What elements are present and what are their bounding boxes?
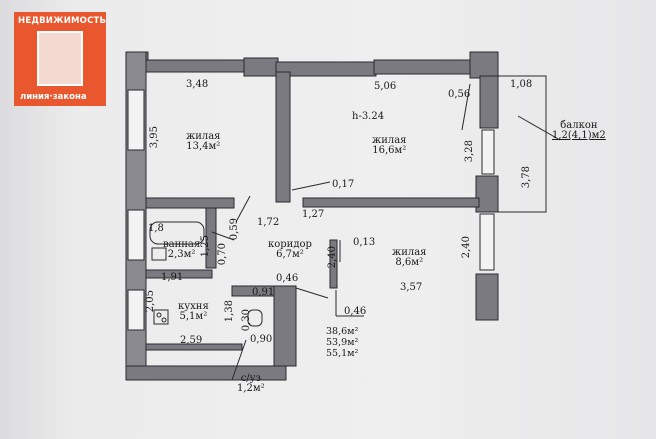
dim-label: 1,72 xyxy=(257,217,280,228)
room-corridor: коридор 6,7м² xyxy=(268,240,312,260)
wall-right-top xyxy=(479,75,499,129)
dim-label: 1,8 xyxy=(148,223,164,234)
area-totals: 38,6м² 53,9м² 55,1м² xyxy=(326,326,358,359)
ceiling-height: h-3.24 xyxy=(352,111,385,122)
dim-label: 2,40 xyxy=(327,246,338,269)
toilet xyxy=(247,309,263,327)
room-kitchen: кухня 5,1м² xyxy=(178,302,209,322)
room-living3-name: жилая xyxy=(392,247,427,258)
logo-top-text: НЕДВИЖИМОСТЬ xyxy=(18,16,107,26)
wall-pier-1 xyxy=(243,57,279,77)
room-balcony-name: балкон xyxy=(560,120,598,131)
wall-living3-left xyxy=(329,239,338,289)
dim-label: 1,27 xyxy=(302,209,325,220)
total-area-with-balcony: 55,1м² xyxy=(326,348,359,359)
wall-bath-top xyxy=(145,197,235,209)
window-left-3 xyxy=(127,289,145,331)
wall-top-mid xyxy=(275,61,377,77)
room-wc-area: 1,2м² xyxy=(237,383,265,394)
window-right-1 xyxy=(481,129,495,175)
wall-kitchen-bottom xyxy=(145,343,243,351)
dim-label: 0,70 xyxy=(217,243,228,266)
dim-label: 2,59 xyxy=(180,335,203,346)
room-balcony: балкон 1,2(4,1)м2 xyxy=(552,121,606,141)
bathtub xyxy=(149,221,205,245)
dim-label: 1,08 xyxy=(510,79,533,90)
dim-label: 5,06 xyxy=(374,81,397,92)
wall-right-mid xyxy=(475,175,499,213)
dim-label: 0,46 xyxy=(276,273,299,284)
sink xyxy=(151,247,167,261)
room-bath-name: ванная xyxy=(163,239,201,250)
wall-wc-right xyxy=(273,285,297,367)
wall-pier-ne xyxy=(469,51,499,79)
total-area: 53,9м² xyxy=(326,337,359,348)
room-living1: жилая 13,4м² xyxy=(186,132,221,152)
door-bath xyxy=(211,231,235,241)
wall-interior-1 xyxy=(275,71,291,203)
dim-label: 2,05 xyxy=(145,290,156,313)
room-living3: жилая 8,6м² xyxy=(392,248,427,268)
window-left-1 xyxy=(127,89,145,151)
dim-label: 0,91 xyxy=(252,287,275,298)
balcony-leader xyxy=(517,115,561,141)
window-left-2 xyxy=(127,209,145,261)
room-bath: ванная 2,3м² xyxy=(163,240,200,260)
door-kitchen xyxy=(295,287,329,299)
dim-label: 1,25 xyxy=(200,235,211,258)
dim-label: 0,46 xyxy=(344,306,367,317)
room-living1-name: жилая xyxy=(186,131,221,142)
wall-top-left xyxy=(145,59,247,73)
wall-bath-right xyxy=(205,207,217,269)
logo-bottom-text: линия·закона xyxy=(20,92,87,102)
window-right-2 xyxy=(479,213,495,271)
dim-label: 3,57 xyxy=(400,282,423,293)
door-living1 xyxy=(235,195,251,223)
room-wc-name: с/уз xyxy=(240,373,261,384)
door-living2 xyxy=(461,83,471,131)
logo-emblem-icon xyxy=(37,31,83,86)
dim-label: 1,38 xyxy=(224,300,235,323)
room-living2-name: жилая xyxy=(372,135,407,146)
total-living-area: 38,6м² xyxy=(326,326,359,337)
room-balcony-area: 1,2(4,1)м2 xyxy=(552,130,606,141)
dim-label: 3,95 xyxy=(149,126,160,149)
balcony-outline xyxy=(498,75,547,213)
dim-label: 3,28 xyxy=(464,140,475,163)
room-living3-area: 8,6м² xyxy=(395,257,424,268)
wall-top-right xyxy=(373,59,473,75)
dim-label: 0,90 xyxy=(250,334,273,345)
room-wc: с/уз 1,2м² xyxy=(237,374,265,394)
dim-label: 1,91 xyxy=(161,272,184,283)
dim-label: 2,40 xyxy=(461,236,472,259)
door-living2-bottom xyxy=(291,181,331,191)
room-living2: жилая 16,6м² xyxy=(372,136,407,156)
wall-bottom xyxy=(125,365,287,381)
wc-leader xyxy=(231,339,247,381)
room-kitchen-name: кухня xyxy=(178,301,209,312)
dim-label: 0,30 xyxy=(241,309,252,332)
dim-label: 0,17 xyxy=(332,179,355,190)
dim-label: 0,13 xyxy=(353,237,376,248)
room-kitchen-area: 5,1м² xyxy=(179,311,208,322)
dim-label: 3,78 xyxy=(521,166,532,189)
room-living2-area: 16,6м² xyxy=(372,145,407,156)
agency-logo: НЕДВИЖИМОСТЬ линия·закона xyxy=(14,12,106,106)
room-corridor-area: 6,7м² xyxy=(276,249,304,260)
room-bath-area: 2,3м² xyxy=(167,249,196,260)
dim-label: 3,48 xyxy=(186,79,209,90)
room-corridor-name: коридор xyxy=(268,239,312,250)
room-living1-area: 13,4м² xyxy=(186,141,221,152)
stove xyxy=(153,309,169,325)
dim-label: 0,56 xyxy=(448,89,471,100)
wall-right-bottom xyxy=(475,273,499,321)
wall-bath-bottom xyxy=(145,269,213,279)
dim-label: 0,59 xyxy=(229,218,240,241)
wall-living3-top xyxy=(302,197,480,208)
